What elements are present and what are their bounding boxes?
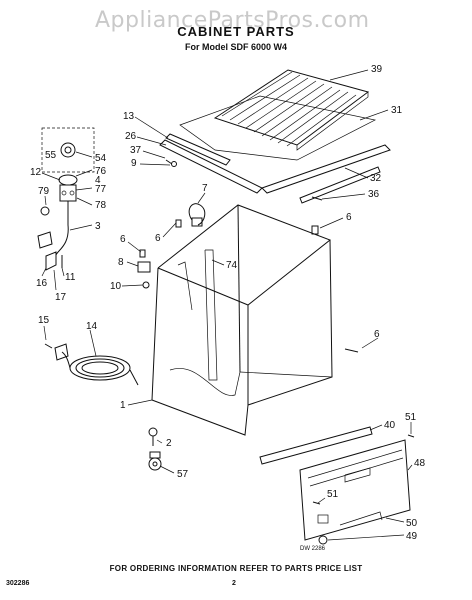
label-6b: 6 (155, 233, 161, 244)
label-77: 77 (95, 184, 107, 195)
label-54: 54 (95, 153, 107, 164)
label-74: 74 (226, 260, 238, 271)
label-6a: 6 (346, 212, 352, 223)
label-16: 16 (36, 278, 48, 289)
label-12: 12 (30, 167, 42, 178)
label-11: 11 (65, 272, 76, 283)
ordering-note: FOR ORDERING INFORMATION REFER TO PARTS … (109, 564, 363, 573)
label-51a: 51 (405, 412, 417, 423)
fitting-part (188, 203, 206, 227)
label-57: 57 (177, 469, 189, 480)
under-panel (179, 95, 377, 161)
watermark-text: AppliancePartsPros.com (95, 8, 370, 33)
label-39: 39 (371, 64, 383, 75)
label-32: 32 (370, 173, 382, 184)
page-number: 2 (232, 580, 236, 587)
leader-lines (41, 69, 413, 541)
diagram-title: CABINET PARTS (177, 24, 295, 39)
label-10: 10 (110, 281, 122, 292)
top-panel (213, 69, 370, 151)
cabinet-body (151, 204, 333, 436)
fasteners (137, 159, 359, 471)
footer-code: 302286 (6, 580, 30, 587)
label-4: 4 (95, 175, 101, 186)
part-labels: 39 31 13 26 37 9 32 36 55 54 76 12 4 77 … (30, 64, 426, 552)
access-panel (259, 426, 415, 545)
label-50: 50 (406, 518, 418, 529)
label-9: 9 (131, 158, 137, 169)
label-78: 78 (95, 200, 107, 211)
label-6d: 6 (374, 329, 380, 340)
label-3: 3 (95, 221, 101, 232)
label-51b: 51 (327, 489, 339, 500)
label-26: 26 (125, 131, 137, 142)
label-31: 31 (391, 105, 403, 116)
label-48: 48 (414, 458, 426, 469)
label-79: 79 (38, 186, 50, 197)
label-17: 17 (55, 292, 67, 303)
diagram-subtitle: For Model SDF 6000 W4 (184, 42, 288, 52)
label-37: 37 (130, 145, 142, 156)
label-13: 13 (123, 111, 135, 122)
label-76: 76 (95, 166, 107, 177)
label-49: 49 (406, 531, 418, 542)
trim-strips (159, 133, 391, 204)
label-7: 7 (202, 183, 208, 194)
label-55: 55 (45, 150, 57, 161)
label-2: 2 (166, 438, 172, 449)
label-15: 15 (38, 315, 50, 326)
label-40: 40 (384, 420, 396, 431)
control-parts (37, 127, 95, 271)
drawing-code: DW 2286 (300, 546, 326, 552)
label-8: 8 (118, 257, 124, 268)
power-cord (44, 343, 139, 386)
label-14: 14 (86, 321, 98, 332)
label-6c: 6 (120, 234, 126, 245)
label-36: 36 (368, 189, 380, 200)
label-1: 1 (120, 400, 126, 411)
